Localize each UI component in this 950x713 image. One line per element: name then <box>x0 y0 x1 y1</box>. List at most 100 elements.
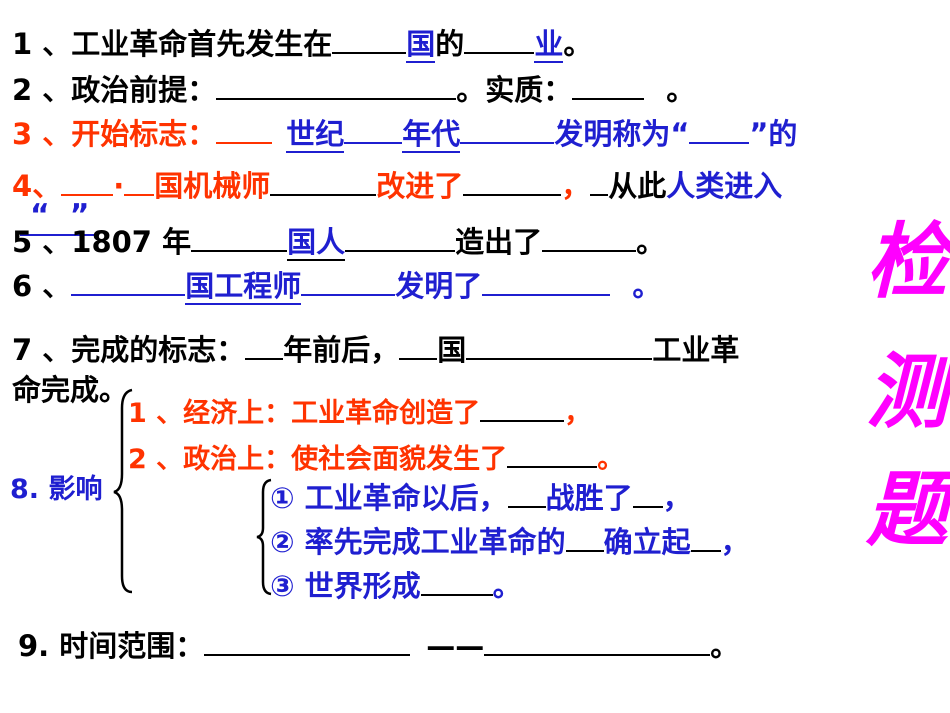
q8-point-2: ② 率先完成工业革命的 确立起 ， <box>270 522 750 560</box>
q8-p1a: ① 工业革命以后， <box>270 481 508 515</box>
q7-prefix: 7 、完成的标志： <box>12 333 246 367</box>
q4-comma: ， <box>561 169 591 203</box>
q8-p1-blank-2[interactable] <box>632 478 663 508</box>
q6-blank-2[interactable] <box>301 266 396 296</box>
q7-tail: 工业革 <box>652 333 740 367</box>
q6-end: 。 <box>632 269 662 303</box>
q8-p1-blank-1[interactable] <box>507 478 546 508</box>
q8-p1b: 战胜了 <box>545 481 633 515</box>
q4-blank-1[interactable] <box>61 166 114 196</box>
q3-century: 世纪 <box>286 117 345 153</box>
q8-p3-blank[interactable] <box>420 566 493 596</box>
q8-p2a: ② 率先完成工业革命的 <box>270 525 566 559</box>
q5-blank-2[interactable] <box>345 222 456 252</box>
q8-pol: 2 、政治上：使社会面貌发生了 。 <box>128 438 624 478</box>
q4-blank-2[interactable] <box>124 166 155 196</box>
q8-econ: 1 、经济上：工业革命创造了 ， <box>128 392 591 432</box>
q8-label: 8. 影响 <box>10 474 103 505</box>
q4-sep: 、 <box>32 169 62 203</box>
question-3: 3 、开始标志：世纪年代发明称为“”的 <box>12 114 798 153</box>
q4-open-quote: “ <box>30 198 50 233</box>
political-brace <box>256 478 272 596</box>
question-6: 6 、 国工程师 发明了 。 <box>12 266 662 305</box>
q6-blank-1[interactable] <box>71 266 186 296</box>
question-1: 1 、工业革命首先发生在 国的 业。 <box>12 24 593 63</box>
q4-blank-3[interactable] <box>270 166 377 196</box>
q4-quote-blank[interactable] <box>20 234 98 236</box>
q2-mid: 。实质： <box>456 73 573 107</box>
q3-blank-1[interactable] <box>216 114 273 144</box>
q5-made: 造出了 <box>455 225 543 259</box>
q2-end: 。 <box>666 73 696 107</box>
q8-p3a: ③ 世界形成 <box>270 569 421 603</box>
question-5: 5 、1807 年 国人 造出了 。 <box>12 222 666 261</box>
q1-blank-2[interactable] <box>464 24 535 54</box>
q8-p2b: 确立起 <box>603 525 691 559</box>
q1-blank-1[interactable] <box>332 24 407 54</box>
q4-blank-5[interactable] <box>590 166 609 196</box>
q7-blank-3[interactable] <box>466 330 653 360</box>
q9-dash: —— <box>426 629 485 663</box>
side-title-char-3: 题 <box>866 462 948 558</box>
q8-p2-blank-2[interactable] <box>690 522 721 552</box>
side-title-char-2: 测 <box>866 344 948 440</box>
q4-blank-4[interactable] <box>463 166 562 196</box>
q8-p1c: ， <box>662 481 692 515</box>
q9-end: 。 <box>710 629 740 663</box>
q2-prefix: 2 、政治前提： <box>12 73 217 107</box>
question-4: 4、·国机械师改进了，从此人类进入 <box>12 166 782 204</box>
q7-year: 年前后， <box>283 333 400 367</box>
q3-blank-3[interactable] <box>689 114 750 144</box>
q4-close-quote: ” <box>69 198 90 233</box>
q5-blank-1[interactable] <box>191 222 288 252</box>
q8-pol-end: 。 <box>597 444 625 475</box>
q4-tail: 从此 <box>608 169 667 203</box>
side-title-char-1: 检 <box>866 214 948 310</box>
q8-p3b: 。 <box>492 569 522 603</box>
q4-dot: · <box>113 169 125 203</box>
q5-prefix: 5 、1807 年 <box>12 225 192 259</box>
question-9: 9. 时间范围： —— 。 <box>18 626 739 664</box>
q6-prefix: 6 、 <box>12 269 72 303</box>
q1-sector: 业 <box>534 27 564 63</box>
q8-p2c: ， <box>720 525 750 559</box>
q8-point-1: ① 工业革命以后， 战胜了 ， <box>270 478 692 516</box>
q5-blank-3[interactable] <box>542 222 637 252</box>
q5-people: 国人 <box>287 225 346 261</box>
influence-brace <box>113 388 133 594</box>
q8-econ-blank[interactable] <box>480 392 565 422</box>
q4-role: 国机械师 <box>154 169 271 203</box>
q2-blank-1[interactable] <box>216 70 457 100</box>
q7-country: 国 <box>437 333 467 367</box>
q8-pol-blank[interactable] <box>507 438 598 468</box>
q4-improve: 改进了 <box>376 169 464 203</box>
q3-invent: 发明称为“ <box>554 117 690 151</box>
q7-blank-1[interactable] <box>245 330 284 360</box>
q8-p2-blank-1[interactable] <box>565 522 604 552</box>
q9-blank-2[interactable] <box>484 626 711 656</box>
q8-econ-end: ， <box>564 398 592 429</box>
q6-engineer: 国工程师 <box>185 269 302 305</box>
q1-mid: 的 <box>435 27 465 61</box>
q9-prefix: 9. 时间范围： <box>18 629 205 663</box>
q8-point-3: ③ 世界形成 。 <box>270 566 522 604</box>
question-2: 2 、政治前提： 。实质： 。 <box>12 70 695 108</box>
q6-blank-3[interactable] <box>482 266 611 296</box>
question-7-line2: 命完成。 <box>12 372 128 408</box>
q3-quote-end: ”的 <box>749 117 798 151</box>
q8-econ-text: 1 、经济上：工业革命创造了 <box>128 398 481 429</box>
q4-num: 4 <box>12 169 33 203</box>
q1-prefix: 1 、工业革命首先发生在 <box>12 27 333 61</box>
q3-decade: 年代 <box>402 117 461 153</box>
q1-country: 国 <box>406 27 436 63</box>
q3-blank-2[interactable] <box>460 114 555 144</box>
q8-pol-text: 2 、政治上：使社会面貌发生了 <box>128 444 508 475</box>
q6-invent: 发明了 <box>395 269 483 303</box>
q1-end: 。 <box>563 27 593 61</box>
question-7: 7 、完成的标志： 年前后， 国 工业革 <box>12 330 739 368</box>
q9-blank-1[interactable] <box>204 626 411 656</box>
q7-blank-2[interactable] <box>399 330 438 360</box>
q5-end: 。 <box>636 225 666 259</box>
q2-blank-2[interactable] <box>572 70 645 100</box>
q7-line2: 命完成。 <box>12 373 129 407</box>
